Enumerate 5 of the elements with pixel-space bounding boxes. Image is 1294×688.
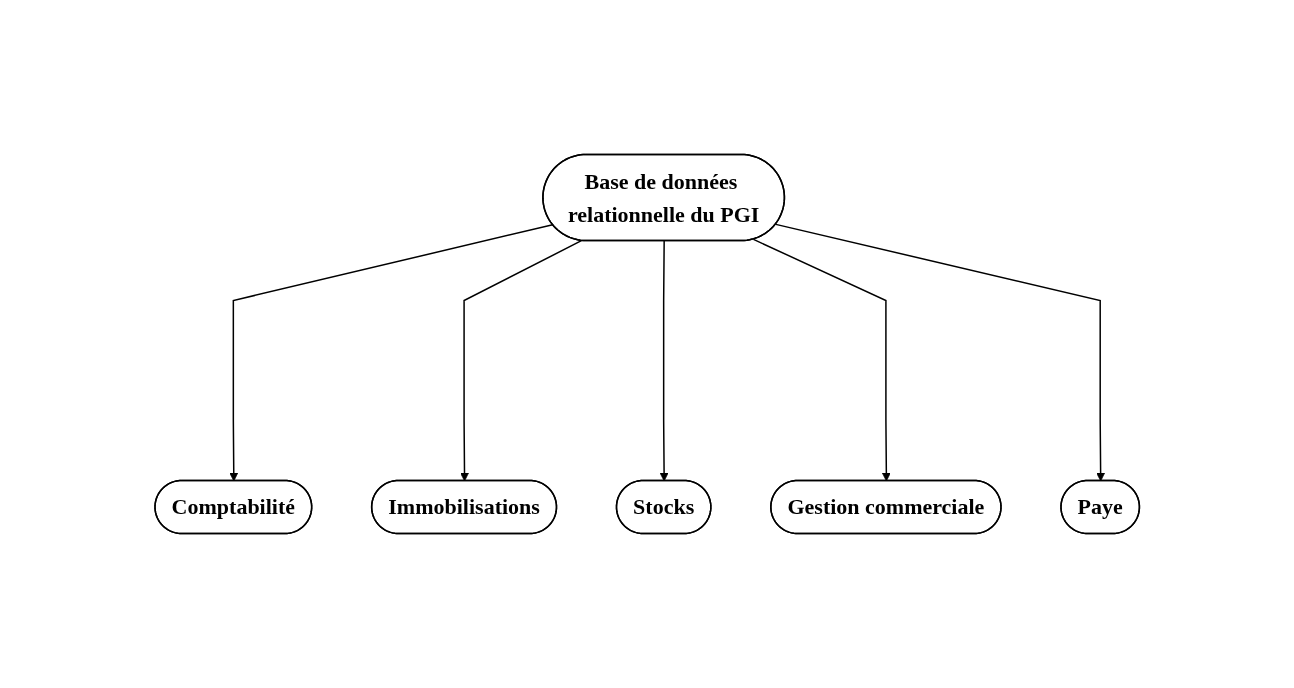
arrow bbox=[752, 238, 891, 482]
arrow bbox=[229, 223, 554, 482]
arrow bbox=[659, 240, 669, 482]
arrow bbox=[459, 239, 582, 482]
arrow bbox=[774, 223, 1105, 482]
